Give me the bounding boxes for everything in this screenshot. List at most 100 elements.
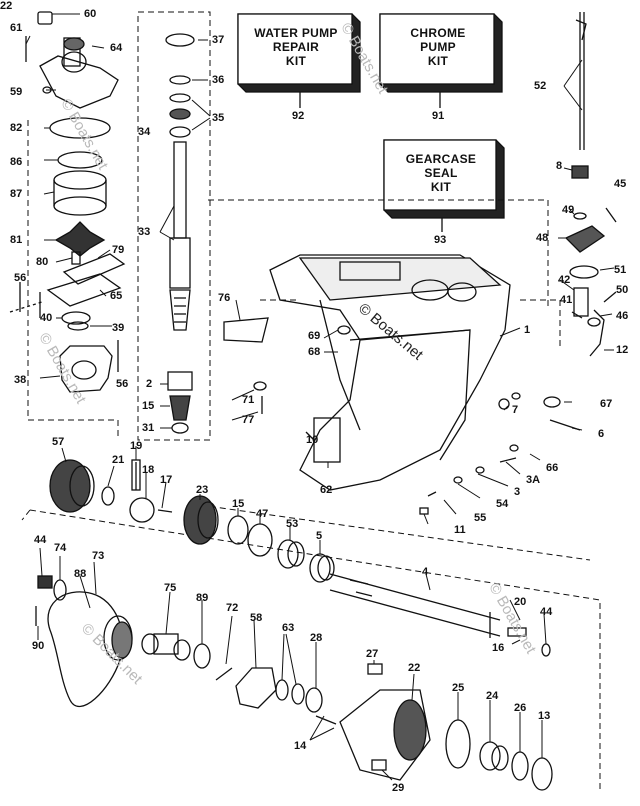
washer-72 xyxy=(193,643,211,669)
callout-21: 21 xyxy=(112,454,125,466)
callout-19: 19 xyxy=(130,440,143,452)
callout-42: 42 xyxy=(558,274,571,286)
kit-line: PUMP xyxy=(420,40,456,54)
washer-67 xyxy=(543,396,561,408)
callout-23: 23 xyxy=(196,484,209,496)
kit-line: KIT xyxy=(427,54,449,68)
callout-54: 54 xyxy=(496,498,509,510)
callout-57: 57 xyxy=(52,436,65,448)
callout-69: 69 xyxy=(308,330,321,342)
callout-45: 45 xyxy=(614,178,627,190)
callout-13: 13 xyxy=(538,710,551,722)
kit-line: GEARCASE xyxy=(405,152,477,166)
callout-1: 1 xyxy=(524,324,531,336)
callout-53: 53 xyxy=(286,518,299,530)
callout-37: 37 xyxy=(212,34,225,46)
callout-67: 67 xyxy=(600,398,613,410)
plate-79 xyxy=(62,253,126,285)
callout-71: 71 xyxy=(242,394,255,406)
bearing-carrier-25 xyxy=(339,689,431,781)
callout-22: 22 xyxy=(408,662,421,674)
gearcase-seal-kit-box xyxy=(383,139,505,219)
callout-36: 36 xyxy=(212,74,225,86)
callout-80: 80 xyxy=(36,256,49,268)
screw-58 xyxy=(215,667,233,681)
callout-28: 28 xyxy=(310,632,323,644)
callout-27: 27 xyxy=(366,648,379,660)
callout-51: 51 xyxy=(614,264,627,276)
callout-34: 34 xyxy=(138,126,151,138)
bearing-53 xyxy=(247,523,273,557)
callout-44: 44 xyxy=(34,534,47,546)
spring-23 xyxy=(157,509,173,513)
liner-87 xyxy=(53,170,107,216)
callout-50: 50 xyxy=(616,284,629,296)
callout-41: 41 xyxy=(560,294,573,306)
driveshaft-33 xyxy=(165,33,195,434)
screw-69 xyxy=(337,325,351,335)
callout-22: 22 xyxy=(0,0,13,12)
clip-22b xyxy=(371,759,387,771)
callout-20: 20 xyxy=(514,596,527,608)
seal-14 xyxy=(531,757,553,791)
propeller-88 xyxy=(47,591,133,708)
driveshaft-group-frame xyxy=(137,11,211,441)
callout-63: 63 xyxy=(282,622,295,634)
chrome-pump-kit-label: CHROME PUMP KIT xyxy=(382,26,494,68)
callout-6: 6 xyxy=(598,428,605,440)
callout-15: 15 xyxy=(142,400,155,412)
water-pump-kit-label: WATER PUMP REPAIR KIT xyxy=(240,26,352,68)
callout-86: 86 xyxy=(10,156,23,168)
callout-74: 74 xyxy=(54,542,67,554)
spring-16 xyxy=(541,643,551,657)
chrome-pump-kit-box xyxy=(379,13,503,93)
callout-49: 49 xyxy=(562,204,575,216)
callout-81: 81 xyxy=(10,234,23,246)
propshaft-20 xyxy=(329,573,501,638)
bearing-26 xyxy=(479,741,509,771)
callout-61: 61 xyxy=(10,22,23,34)
gearcase-housing-1 xyxy=(269,254,511,491)
callout-56: 56 xyxy=(14,272,27,284)
washer-71 xyxy=(253,381,267,391)
callout-88: 88 xyxy=(74,568,87,580)
callout-12: 12 xyxy=(616,344,629,356)
callout-24: 24 xyxy=(486,690,499,702)
callout-64: 64 xyxy=(110,42,123,54)
kit-line: KIT xyxy=(430,180,452,194)
callout-55: 55 xyxy=(474,512,487,524)
kit-ref-93: 93 xyxy=(434,234,447,246)
callout-68: 68 xyxy=(308,346,321,358)
callout-39: 39 xyxy=(112,322,125,334)
callout-87: 87 xyxy=(10,188,23,200)
impeller-81 xyxy=(54,221,106,257)
callout-48: 48 xyxy=(536,232,549,244)
callout-3: 3 xyxy=(514,486,521,498)
part-10 xyxy=(419,507,429,515)
part-6 xyxy=(498,398,510,410)
callout-25: 25 xyxy=(452,682,465,694)
callout-72: 72 xyxy=(226,602,239,614)
washer-47 xyxy=(227,515,249,545)
callout-52: 52 xyxy=(534,80,547,92)
callout-17: 17 xyxy=(160,474,173,486)
nut-74 xyxy=(37,575,53,589)
pump-base-38 xyxy=(59,345,113,393)
clip-22a xyxy=(367,663,383,675)
callout-76: 76 xyxy=(218,292,231,304)
callout-4: 4 xyxy=(422,566,429,578)
callout-82: 82 xyxy=(10,122,23,134)
retainer-63 xyxy=(235,667,277,709)
kit-line: REPAIR xyxy=(272,40,320,54)
o-ring-49 xyxy=(573,212,587,220)
callout-16: 16 xyxy=(492,642,505,654)
screw-29 xyxy=(315,715,337,725)
kit-line: SEAL xyxy=(424,166,458,180)
callout-3A: 3A xyxy=(526,474,541,486)
kit-ref-92: 92 xyxy=(292,110,305,122)
callout-46: 46 xyxy=(616,310,629,322)
callout-60: 60 xyxy=(84,8,97,20)
gearcase-seal-kit-label: GEARCASE SEAL KIT xyxy=(386,152,496,194)
